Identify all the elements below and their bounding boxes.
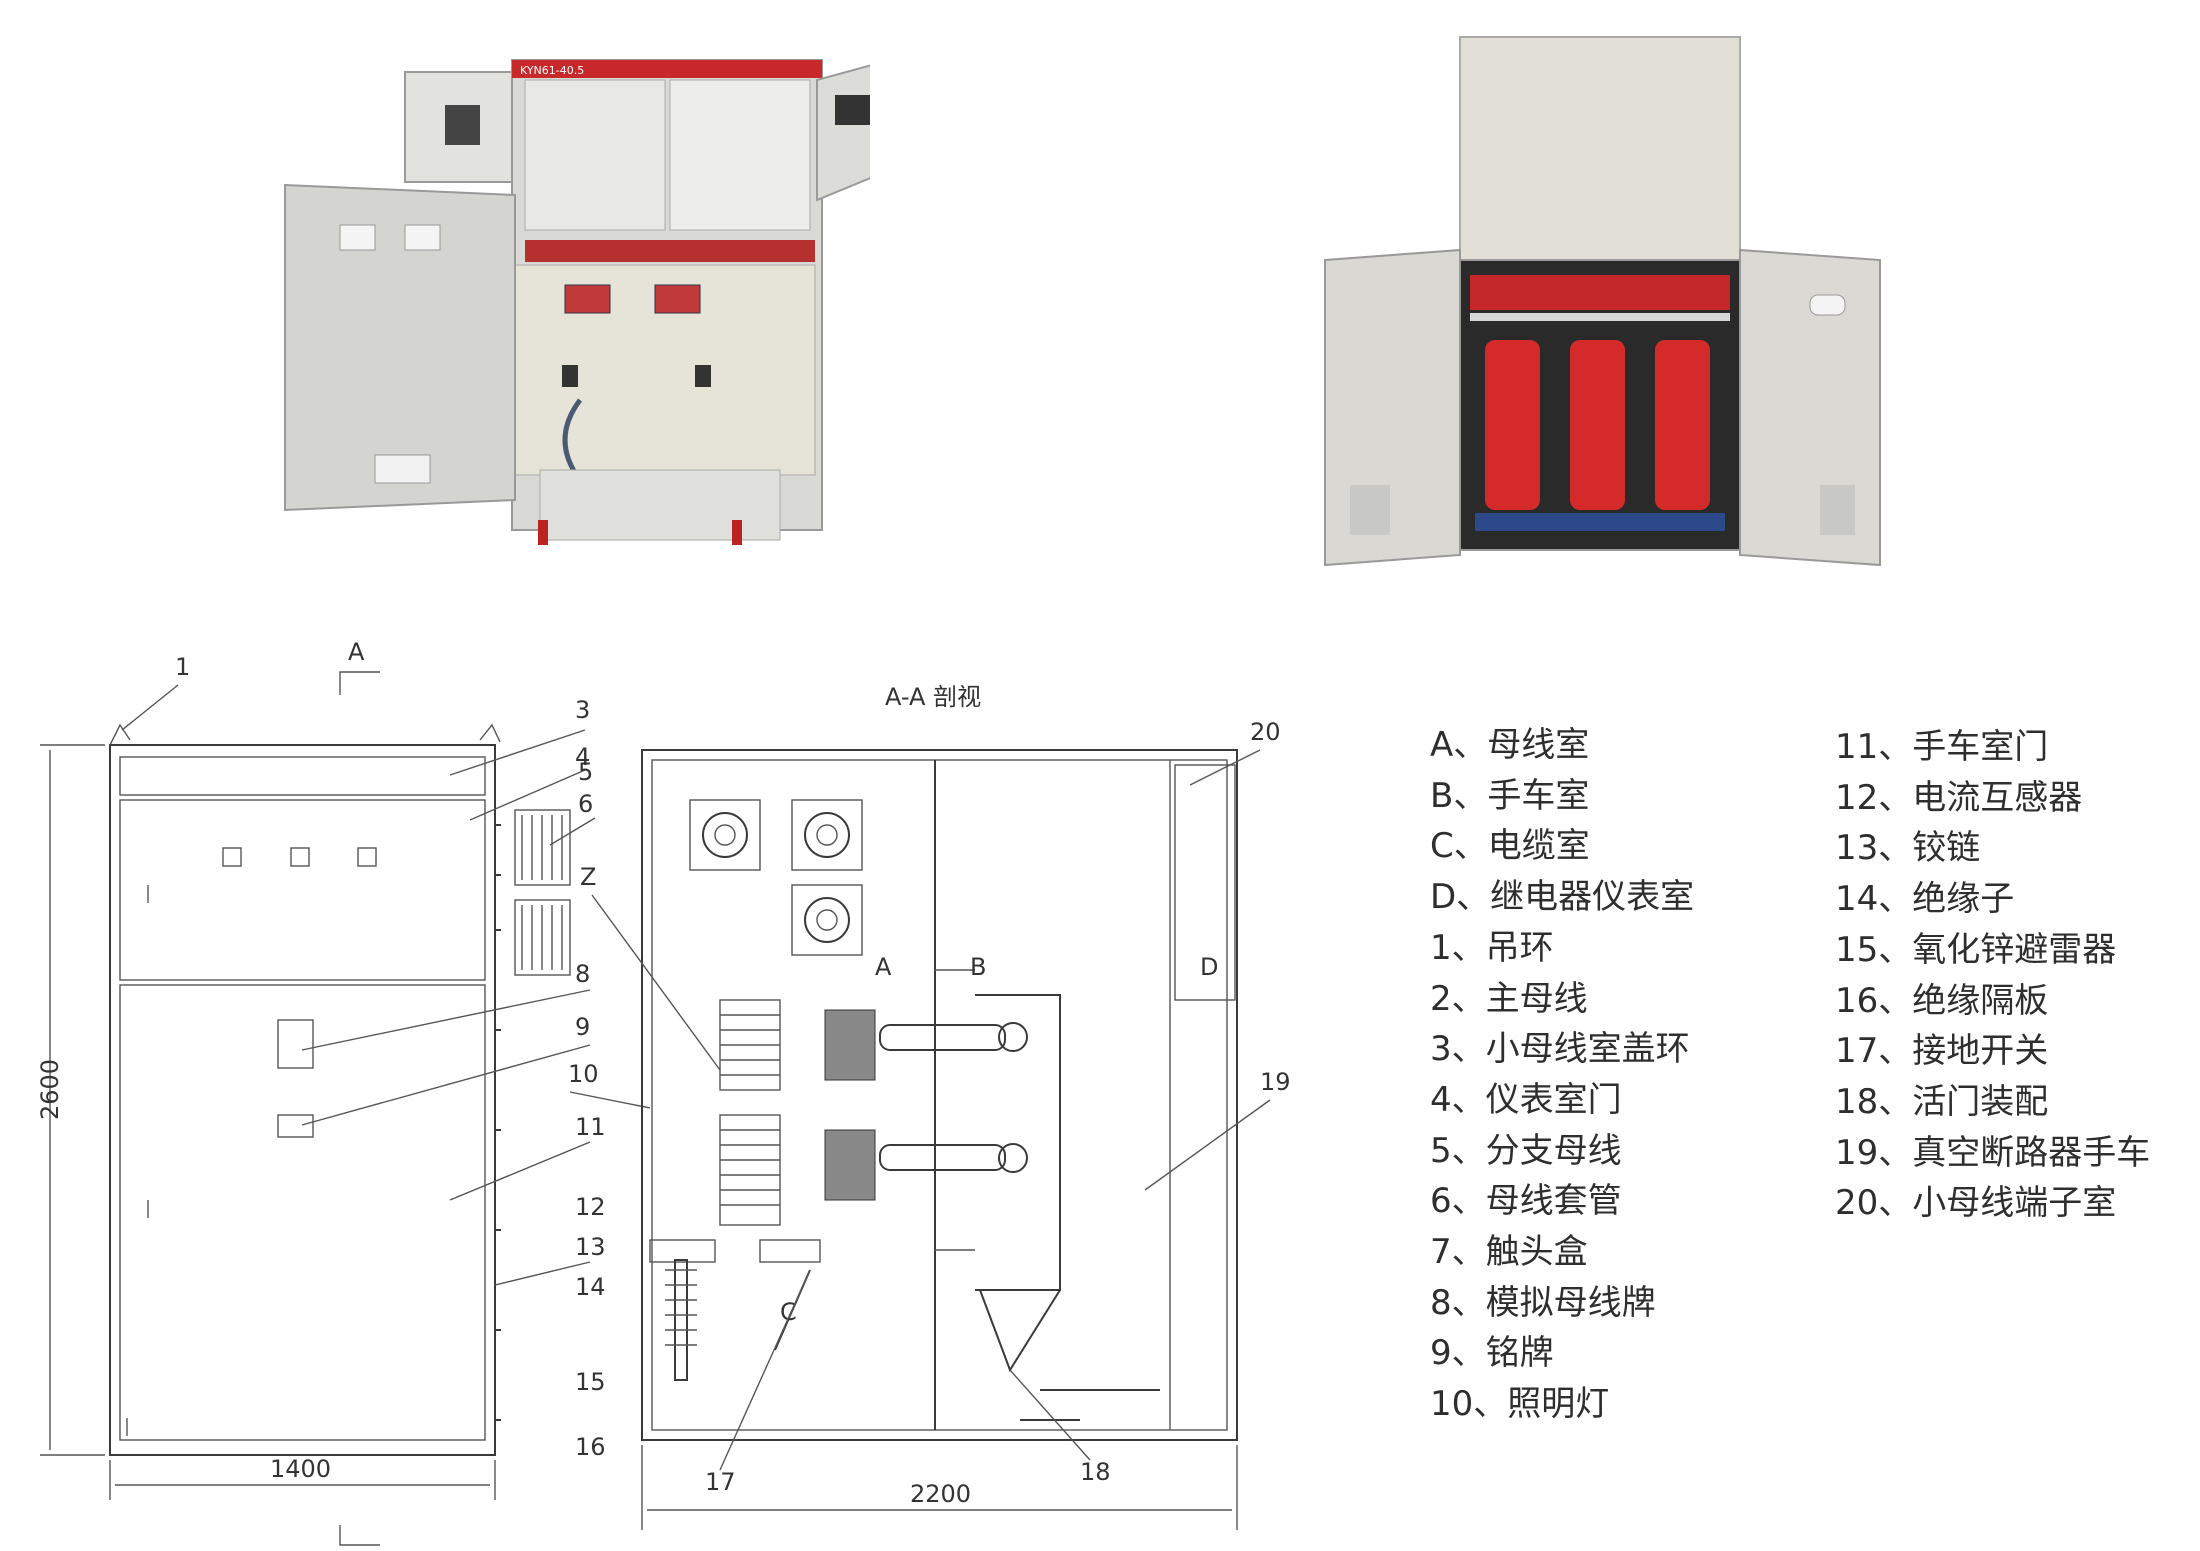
callout-4: 4 bbox=[575, 743, 590, 771]
callout-14: 14 bbox=[575, 1273, 606, 1301]
callout-18: 18 bbox=[1080, 1458, 1111, 1486]
legend-item: 8、模拟母线牌 bbox=[1430, 1282, 1656, 1323]
callout-9: 9 bbox=[575, 1013, 590, 1041]
legend-item: C、电缆室 bbox=[1430, 826, 1590, 867]
callout-12: 12 bbox=[575, 1193, 606, 1221]
legend-item: 10、照明灯 bbox=[1430, 1384, 1610, 1425]
callout-10: 10 bbox=[568, 1060, 599, 1088]
zone-b: B bbox=[970, 953, 986, 981]
legend-item: 1、吊环 bbox=[1430, 927, 1554, 968]
legend-item: 2、主母线 bbox=[1430, 978, 1588, 1019]
callout-19: 19 bbox=[1260, 1068, 1291, 1096]
callout-13: 13 bbox=[575, 1233, 606, 1261]
zone-c: C bbox=[780, 1298, 797, 1326]
legend-item: 3、小母线室盖环 bbox=[1430, 1029, 1690, 1070]
legend-item: 9、铭牌 bbox=[1430, 1333, 1554, 1374]
legend-item: 6、母线套管 bbox=[1430, 1181, 1622, 1222]
legend-item: 20、小母线端子室 bbox=[1835, 1183, 2117, 1224]
legend-item: A、母线室 bbox=[1430, 725, 1590, 765]
section-mark-top: A bbox=[348, 638, 365, 666]
legend-item: 5、分支母线 bbox=[1430, 1130, 1622, 1171]
legend-item: 11、手车室门 bbox=[1835, 727, 2049, 767]
section-width-dimension: 2200 bbox=[910, 1480, 971, 1508]
cabinet-plate: KYN61-40.5 bbox=[520, 64, 584, 77]
legend-item: 12、电流互感器 bbox=[1835, 777, 2083, 818]
height-dimension: 2600 bbox=[36, 1059, 64, 1120]
callout-17: 17 bbox=[705, 1468, 736, 1496]
callout-z: Z bbox=[580, 863, 596, 891]
callout-1: 1 bbox=[175, 653, 190, 681]
legend-item: 13、铰链 bbox=[1835, 828, 1981, 869]
width-dimension: 1400 bbox=[270, 1455, 331, 1483]
legend-item: B、手车室 bbox=[1430, 775, 1590, 816]
legend-item: 18、活门装配 bbox=[1835, 1081, 2049, 1122]
front-view-drawing: A 2600 1400 1 3 4 5 6 8 9 10 11 12 13 14… bbox=[36, 638, 650, 1546]
callout-20: 20 bbox=[1250, 718, 1281, 746]
legend-right: 11、手车室门 12、电流互感器 13、铰链 14、绝缘子 15、氧化锌避雷器 … bbox=[1835, 722, 2150, 1229]
legend-item: 16、绝缘隔板 bbox=[1835, 980, 2049, 1021]
legend-item: 4、仪表室门 bbox=[1430, 1079, 1622, 1120]
legend-item: D、继电器仪表室 bbox=[1430, 877, 1695, 918]
section-view-drawing: A-A 剖视 A B C D 2200 2 Z 17 18 19 20 bbox=[580, 683, 1291, 1530]
switchgear-cabinet-photo: KYN61-40.5 bbox=[284, 59, 870, 545]
callout-5: 5 bbox=[578, 758, 593, 786]
callout-6: 6 bbox=[578, 790, 593, 818]
section-title: A-A 剖视 bbox=[885, 683, 981, 711]
zone-a: A bbox=[875, 953, 892, 981]
legend-item: 7、触头盒 bbox=[1430, 1232, 1588, 1273]
legend-item: 19、真空断路器手车 bbox=[1835, 1132, 2151, 1173]
transformer-cabinet-photo bbox=[1324, 36, 1881, 567]
legend-item: 17、接地开关 bbox=[1835, 1031, 2049, 1072]
legend-left: A、母线室 B、手车室 C、电缆室 D、继电器仪表室 1、吊环 2、主母线 3、… bbox=[1430, 720, 1694, 1430]
callout-15: 15 bbox=[575, 1368, 606, 1396]
legend-item: 14、绝缘子 bbox=[1835, 879, 2015, 920]
callout-8: 8 bbox=[575, 960, 590, 988]
legend-item: 15、氧化锌避雷器 bbox=[1835, 929, 2117, 970]
callout-11: 11 bbox=[575, 1113, 606, 1141]
callout-3: 3 bbox=[575, 696, 590, 724]
callout-16: 16 bbox=[575, 1433, 606, 1461]
zone-d: D bbox=[1200, 953, 1218, 981]
